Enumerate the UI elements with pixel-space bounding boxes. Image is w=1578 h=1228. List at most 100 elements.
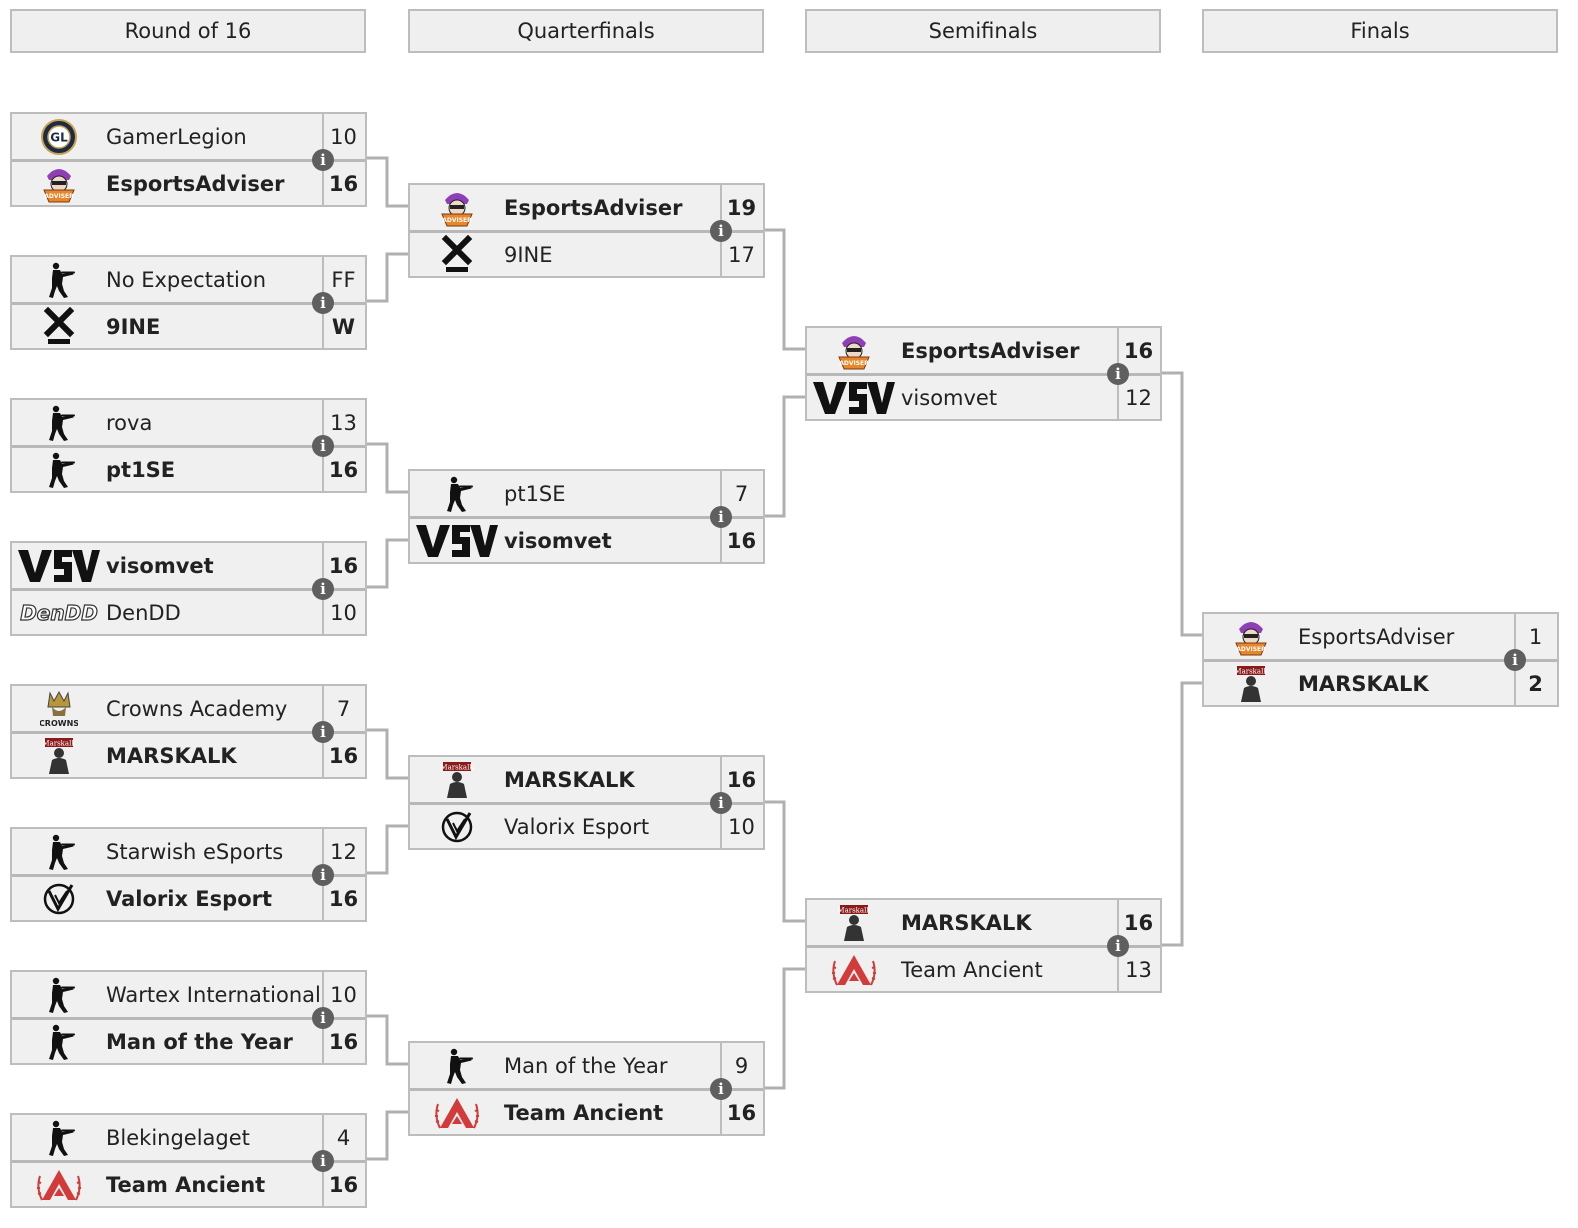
team-row-pt1se[interactable]: pt1SE 16 <box>12 447 365 493</box>
team-row-valorix-esport[interactable]: Valorix Esport 16 <box>12 876 365 922</box>
team-row-esportsadviser[interactable]: ADVISER EsportsAdviser 16 <box>807 328 1160 374</box>
info-icon[interactable]: i <box>710 506 732 528</box>
match-separator <box>807 373 1160 376</box>
info-icon[interactable]: i <box>710 1078 732 1100</box>
team-row-blekingelaget[interactable]: Blekingelaget 4 <box>12 1115 365 1161</box>
info-icon[interactable]: i <box>312 1007 334 1029</box>
team-name: Man of the Year <box>106 1030 293 1054</box>
team-name: Man of the Year <box>504 1054 668 1078</box>
info-icon[interactable]: i <box>1107 363 1129 385</box>
info-icon[interactable]: i <box>710 792 732 814</box>
team-row-9ine[interactable]: 9INE W <box>12 304 365 350</box>
team-row-valorix-esport[interactable]: Valorix Esport 10 <box>410 804 763 850</box>
team-row-crowns-academy[interactable]: CROWNS Crowns Academy 7 <box>12 686 365 732</box>
9ine-logo-icon <box>410 232 504 278</box>
team-row-man-of-the-year[interactable]: Man of the Year 9 <box>410 1043 763 1089</box>
connector-r16-5 <box>367 728 408 780</box>
team-row-marskalk[interactable]: Marskalk MARSKALK 16 <box>410 757 763 803</box>
team-score: 16 <box>328 554 359 578</box>
team-name: Wartex International <box>106 983 321 1007</box>
team-row-man-of-the-year[interactable]: Man of the Year 16 <box>12 1019 365 1065</box>
svg-text:ADVISER: ADVISER <box>442 217 472 224</box>
team-score: 16 <box>1123 339 1154 363</box>
esportsadviser-logo-icon: ADVISER <box>807 328 901 374</box>
cs-soldier-icon <box>410 1043 504 1089</box>
info-icon[interactable]: i <box>312 721 334 743</box>
marskalk-logo-icon: Marskalk <box>1204 661 1298 707</box>
match-separator <box>12 445 365 448</box>
team-row-marskalk[interactable]: Marskalk MARSKALK 16 <box>12 733 365 779</box>
info-icon[interactable]: i <box>710 220 732 242</box>
info-icon[interactable]: i <box>312 435 334 457</box>
team-row-visomvet[interactable]: visomvet 16 <box>410 518 763 564</box>
team-name: MARSKALK <box>106 744 237 768</box>
team-row-dendd[interactable]: DenDD DenDD 10 <box>12 590 365 636</box>
team-score: 4 <box>336 1126 351 1150</box>
esportsadviser-logo-icon: ADVISER <box>410 185 504 231</box>
cs-soldier-icon <box>12 257 106 303</box>
team-ancient-logo-icon <box>12 1162 106 1208</box>
team-name: EsportsAdviser <box>504 196 683 220</box>
svg-text:DenDD: DenDD <box>20 601 98 625</box>
esportsadviser-logo-icon: ADVISER <box>12 161 106 207</box>
match-13: ADVISER EsportsAdviser 16 visomvet 12 i <box>805 326 1162 421</box>
match-6: Starwish eSports 12 Valorix Esport 16 i <box>10 827 367 922</box>
team-row-wartex-international[interactable]: Wartex International 10 <box>12 972 365 1018</box>
match-14: Marskalk MARSKALK 16 Team Ancient 13 i <box>805 898 1162 993</box>
team-row-marskalk[interactable]: Marskalk MARSKALK 2 <box>1204 661 1557 707</box>
team-row-gamerlegion[interactable]: GL GamerLegion 10 <box>12 114 365 160</box>
team-score: 16 <box>328 1030 359 1054</box>
team-name: EsportsAdviser <box>901 339 1080 363</box>
connector-r16-3 <box>367 442 408 494</box>
match-9: ADVISER EsportsAdviser 19 9INE 17 i <box>408 183 765 278</box>
team-ancient-logo-icon <box>807 947 901 993</box>
team-score: 12 <box>330 840 357 864</box>
info-icon[interactable]: i <box>312 292 334 314</box>
team-name: Team Ancient <box>504 1101 664 1125</box>
team-score: 17 <box>728 243 755 267</box>
team-score: 10 <box>728 815 755 839</box>
team-name: Crowns Academy <box>106 697 288 721</box>
svg-text:CROWNS: CROWNS <box>40 719 78 728</box>
team-name: Team Ancient <box>106 1173 266 1197</box>
team-row-team-ancient[interactable]: Team Ancient 13 <box>807 947 1160 993</box>
team-row-esportsadviser[interactable]: ADVISER EsportsAdviser 16 <box>12 161 365 207</box>
match-separator <box>12 874 365 877</box>
team-row-marskalk[interactable]: Marskalk MARSKALK 16 <box>807 900 1160 946</box>
match-separator <box>12 588 365 591</box>
team-row-esportsadviser[interactable]: ADVISER EsportsAdviser 1 <box>1204 614 1557 660</box>
info-icon[interactable]: i <box>312 578 334 600</box>
team-row-visomvet[interactable]: visomvet 16 <box>12 543 365 589</box>
info-icon[interactable]: i <box>312 864 334 886</box>
team-name: 9INE <box>504 243 553 267</box>
info-icon[interactable]: i <box>312 149 334 171</box>
team-row-rova[interactable]: rova 13 <box>12 400 365 446</box>
team-row-pt1se[interactable]: pt1SE 7 <box>410 471 763 517</box>
team-row-esportsadviser[interactable]: ADVISER EsportsAdviser 19 <box>410 185 763 231</box>
round-header-finals: Finals <box>1202 9 1558 53</box>
team-row-starwish-esports[interactable]: Starwish eSports 12 <box>12 829 365 875</box>
team-score: 19 <box>726 196 757 220</box>
connector-r16-1 <box>367 156 408 208</box>
info-icon[interactable]: i <box>1107 935 1129 957</box>
round-header-round-of-16: Round of 16 <box>10 9 366 53</box>
cs-soldier-icon <box>12 1019 106 1065</box>
team-row-team-ancient[interactable]: Team Ancient 16 <box>410 1090 763 1136</box>
team-score: 1 <box>1528 625 1543 649</box>
svg-text:Marskalk: Marskalk <box>42 740 76 748</box>
team-name: pt1SE <box>504 482 566 506</box>
team-row-visomvet[interactable]: visomvet 12 <box>807 375 1160 421</box>
match-separator <box>12 731 365 734</box>
team-name: visomvet <box>106 554 214 578</box>
team-score: 16 <box>328 887 359 911</box>
team-row-9ine[interactable]: 9INE 17 <box>410 232 763 278</box>
info-icon[interactable]: i <box>1504 649 1526 671</box>
team-ancient-logo-icon <box>410 1090 504 1136</box>
cs-soldier-icon <box>12 400 106 446</box>
match-8: Blekingelaget 4 Team Ancient 16 i <box>10 1113 367 1208</box>
match-12: Man of the Year 9 Team Ancient 16 i <box>408 1041 765 1136</box>
team-row-no-expectation[interactable]: No Expectation FF <box>12 257 365 303</box>
team-row-team-ancient[interactable]: Team Ancient 16 <box>12 1162 365 1208</box>
info-icon[interactable]: i <box>312 1150 334 1172</box>
